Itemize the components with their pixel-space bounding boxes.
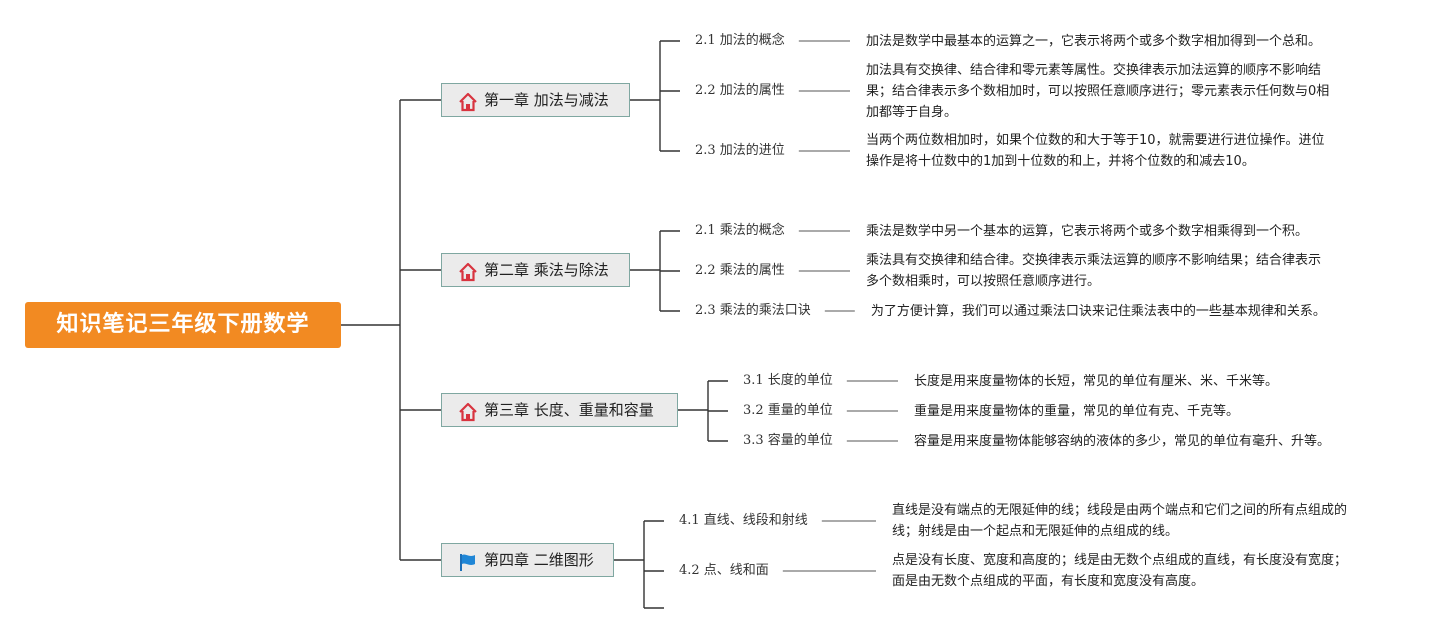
- chapter-title: 第三章 长度、重量和容量: [484, 401, 654, 419]
- subtopic-description: 为了方便计算，我们可以通过乘法口诀来记住乘法表中的一些基本规律和关系。: [871, 301, 1326, 322]
- subtopic-description: 当两个两位数相加时，如果个位数的和大于等于10，就需要进行进位操作。进位操作是将…: [866, 130, 1325, 172]
- home-icon: [458, 261, 478, 282]
- subtopic-label[interactable]: 2.3 乘法的乘法口诀: [695, 303, 811, 318]
- subtopic-label[interactable]: 2.3 加法的进位: [695, 143, 785, 158]
- description-line: 果；结合律表示多个数相加时，可以按照任意顺序进行；零元素表示任何数与0相: [866, 83, 1330, 99]
- subtopic-description: 重量是用来度量物体的重量，常见的单位有克、千克等。: [914, 401, 1239, 422]
- chapter-title: 第二章 乘法与除法: [484, 261, 609, 279]
- flag-icon: [458, 551, 478, 571]
- description-line: 直线是没有端点的无限延伸的线；线段是由两个端点和它们之间的所有点组成的: [892, 503, 1348, 518]
- subtopic-description: 加法具有交换律、结合律和零元素等属性。交换律表示加法运算的顺序不影响结果；结合律…: [866, 60, 1329, 123]
- subtopic-description: 容量是用来度量物体能够容纳的液体的多少，常见的单位有毫升、升等。: [914, 431, 1330, 452]
- subtopic-label[interactable]: 4.2 点、线和面: [679, 563, 769, 578]
- subtopic-description: 长度是用来度量物体的长短，常见的单位有厘米、米、千米等。: [914, 371, 1278, 392]
- subtopic-label[interactable]: 4.1 直线、线段和射线: [679, 513, 808, 528]
- description-line: 重量是用来度量物体的重量，常见的单位有克、千克等。: [914, 403, 1240, 419]
- chapter-3-topic[interactable]: 第三章 长度、重量和容量: [441, 393, 678, 427]
- description-line: 多个数相乘时，可以按照任意顺序进行。: [866, 274, 1101, 289]
- description-line: 容量是用来度量物体能够容纳的液体的多少，常见的单位有毫升、升等。: [914, 433, 1331, 449]
- description-line: 面是由无数个点组成的平面，有长度和宽度没有高度。: [892, 574, 1205, 589]
- home-icon: [458, 401, 478, 422]
- chapter-2-topic[interactable]: 第二章 乘法与除法: [441, 253, 630, 287]
- description-line: 加法具有交换律、结合律和零元素等属性。交换律表示加法运算的顺序不影响结: [866, 62, 1322, 78]
- subtopic-label[interactable]: 2.1 乘法的概念: [695, 223, 785, 238]
- description-line: 线；射线是由一个起点和无限延伸的点组成的线。: [892, 524, 1179, 539]
- description-line: 长度是用来度量物体的长短，常见的单位有厘米、米、千米等。: [914, 373, 1279, 389]
- subtopic-label[interactable]: 2.2 加法的属性: [695, 83, 785, 98]
- description-line: 当两个两位数相加时，如果个位数的和大于等于10，就需要进行进位操作。进位: [866, 133, 1325, 148]
- description-line: 加都等于自身。: [866, 104, 958, 120]
- description-line: 加法是数学中最基本的运算之一，它表示将两个或多个数字相加得到一个总和。: [866, 33, 1322, 49]
- chapter-4-topic[interactable]: 第四章 二维图形: [441, 543, 614, 577]
- description-line: 为了方便计算，我们可以通过乘法口诀来记住乘法表中的一些基本规律和关系。: [870, 303, 1326, 319]
- subtopic-label[interactable]: 3.3 容量的单位: [743, 433, 833, 448]
- chapter-title: 第一章 加法与减法: [484, 91, 609, 109]
- description-line: 点是没有长度、宽度和高度的；线是由无数个点组成的直线，有长度没有宽度；: [892, 553, 1348, 568]
- description-line: 操作是将十位数中的1加到十位数的和上，并将个位数的和减去10。: [866, 154, 1255, 169]
- root-topic[interactable]: 知识笔记三年级下册数学: [25, 302, 341, 348]
- subtopic-description: 加法是数学中最基本的运算之一，它表示将两个或多个数字相加得到一个总和。: [866, 31, 1321, 52]
- subtopic-description: 直线是没有端点的无限延伸的线；线段是由两个端点和它们之间的所有点组成的线；射线是…: [892, 500, 1347, 542]
- subtopic-description: 乘法具有交换律和结合律。交换律表示乘法运算的顺序不影响结果；结合律表示多个数相乘…: [866, 250, 1321, 292]
- subtopic-description: 点是没有长度、宽度和高度的；线是由无数个点组成的直线，有长度没有宽度； 面是由无数…: [892, 550, 1347, 592]
- subtopic-label[interactable]: 2.1 加法的概念: [695, 33, 785, 48]
- subtopic-label[interactable]: 3.1 长度的单位: [743, 373, 833, 388]
- chapter-1-topic[interactable]: 第一章 加法与减法: [441, 83, 630, 117]
- subtopic-label[interactable]: 3.2 重量的单位: [743, 403, 833, 418]
- description-line: 乘法是数学中另一个基本的运算，它表示将两个或多个数字相乘得到一个积。: [866, 223, 1309, 239]
- subtopic-label[interactable]: 2.2 乘法的属性: [695, 263, 785, 278]
- description-line: 乘法具有交换律和结合律。交换律表示乘法运算的顺序不影响结果；结合律表示: [866, 253, 1322, 268]
- home-icon: [458, 91, 478, 112]
- subtopic-description: 乘法是数学中另一个基本的运算，它表示将两个或多个数字相乘得到一个积。: [866, 221, 1308, 242]
- chapter-title: 第四章 二维图形: [484, 551, 594, 569]
